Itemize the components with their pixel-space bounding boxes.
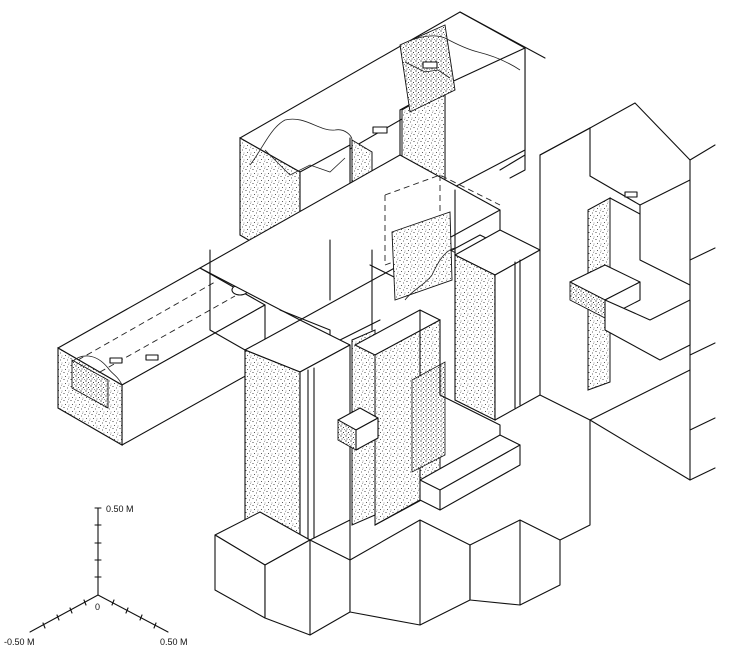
scale-axes: [29, 507, 169, 633]
broken-edge-top-left: [249, 118, 353, 166]
scale-origin-label: 0: [95, 602, 100, 612]
base-blocks: [214, 419, 591, 636]
left-channel-beam: [57, 267, 266, 446]
center-column: [354, 247, 456, 526]
rear-right-column: [569, 197, 691, 391]
lower-step-block: [419, 394, 521, 511]
small-projecting-block: [337, 407, 379, 451]
scale-vertical-label: 0.50 M: [106, 504, 134, 514]
scale-left-label: -0.50 M: [4, 637, 35, 647]
right-middle-column: [454, 127, 591, 421]
broken-edge-top-right: [399, 35, 521, 71]
center-beam: [199, 154, 501, 351]
structural-edges: [329, 154, 591, 561]
scale-right-label: 0.50 M: [160, 637, 188, 647]
